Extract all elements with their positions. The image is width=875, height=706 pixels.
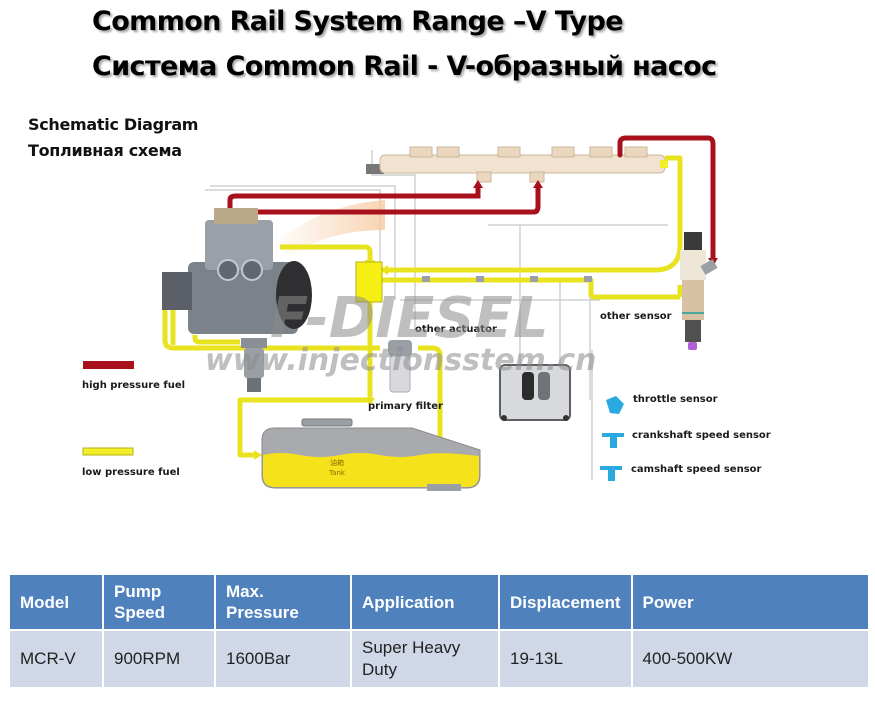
cell-max-pressure: 1600Bar — [216, 631, 350, 687]
watermark-url: www.injectionsstem.cn — [205, 343, 596, 378]
legend-label-high-pressure: high pressure fuel — [82, 380, 185, 391]
watermark-brand: F-DIESEL — [270, 286, 549, 351]
throttle-sensor-icon — [606, 396, 624, 414]
column-header-pump-speed: Pump Speed — [104, 575, 214, 629]
high-pressure-lines — [227, 135, 716, 265]
label-other-sensor: other sensor — [600, 311, 672, 322]
fuel-tank: 油箱 Tank — [261, 418, 481, 491]
specification-table: Model Pump Speed Max. Pressure Applicati… — [8, 573, 870, 689]
high-pressure-pump — [162, 208, 312, 334]
cell-application: Super Heavy Duty — [352, 631, 498, 687]
column-header-power: Power — [632, 575, 868, 629]
common-rail — [366, 146, 668, 183]
diagram-heading-english: Schematic Diagram — [28, 115, 199, 134]
cell-power: 400-500KW — [632, 631, 868, 687]
column-header-displacement: Displacement — [500, 575, 631, 629]
primary-fuel-filter — [388, 340, 412, 393]
ecu-module — [499, 364, 571, 421]
other-actuator-block — [355, 261, 383, 303]
tank-label: Tank — [328, 469, 346, 477]
fuel-system-schematic: other actuator primary filter other sens… — [82, 135, 771, 491]
label-camshaft-speed-sensor: camshaft speed sensor — [631, 464, 762, 475]
diagram-heading-russian: Топливная схема — [28, 141, 182, 160]
cell-pump-speed: 900RPM — [104, 631, 214, 687]
column-header-model: Model — [10, 575, 102, 629]
column-header-application: Application — [352, 575, 498, 629]
legend-swatch-low-pressure — [82, 447, 134, 456]
injector — [680, 232, 718, 350]
label-crankshaft-speed-sensor: crankshaft speed sensor — [632, 430, 771, 441]
cell-model: MCR-V — [10, 631, 102, 687]
secondary-fuel-filter — [241, 338, 267, 392]
label-other-actuator: other actuator — [415, 324, 497, 335]
low-pressure-lines — [162, 155, 683, 490]
cell-displacement: 19-13L — [500, 631, 631, 687]
page-title-english: Common Rail System Range –V Type — [92, 6, 624, 37]
table-header-row: Model Pump Speed Max. Pressure Applicati… — [10, 575, 868, 629]
label-primary-filter: primary filter — [368, 401, 443, 412]
camshaft-sensor-icon — [600, 466, 622, 481]
page-title-russian: Система Common Rail - V-образный насос — [92, 51, 717, 82]
legend-swatch-high-pressure — [83, 361, 134, 369]
tank-label-chinese: 油箱 — [330, 458, 344, 467]
column-header-max-pressure: Max. Pressure — [216, 575, 350, 629]
label-throttle-sensor: throttle sensor — [633, 394, 718, 405]
crankshaft-sensor-icon — [602, 433, 624, 448]
table-row: MCR-V 900RPM 1600Bar Super Heavy Duty 19… — [10, 631, 868, 687]
legend-label-low-pressure: low pressure fuel — [82, 467, 180, 478]
actuator-connectors — [422, 276, 592, 282]
